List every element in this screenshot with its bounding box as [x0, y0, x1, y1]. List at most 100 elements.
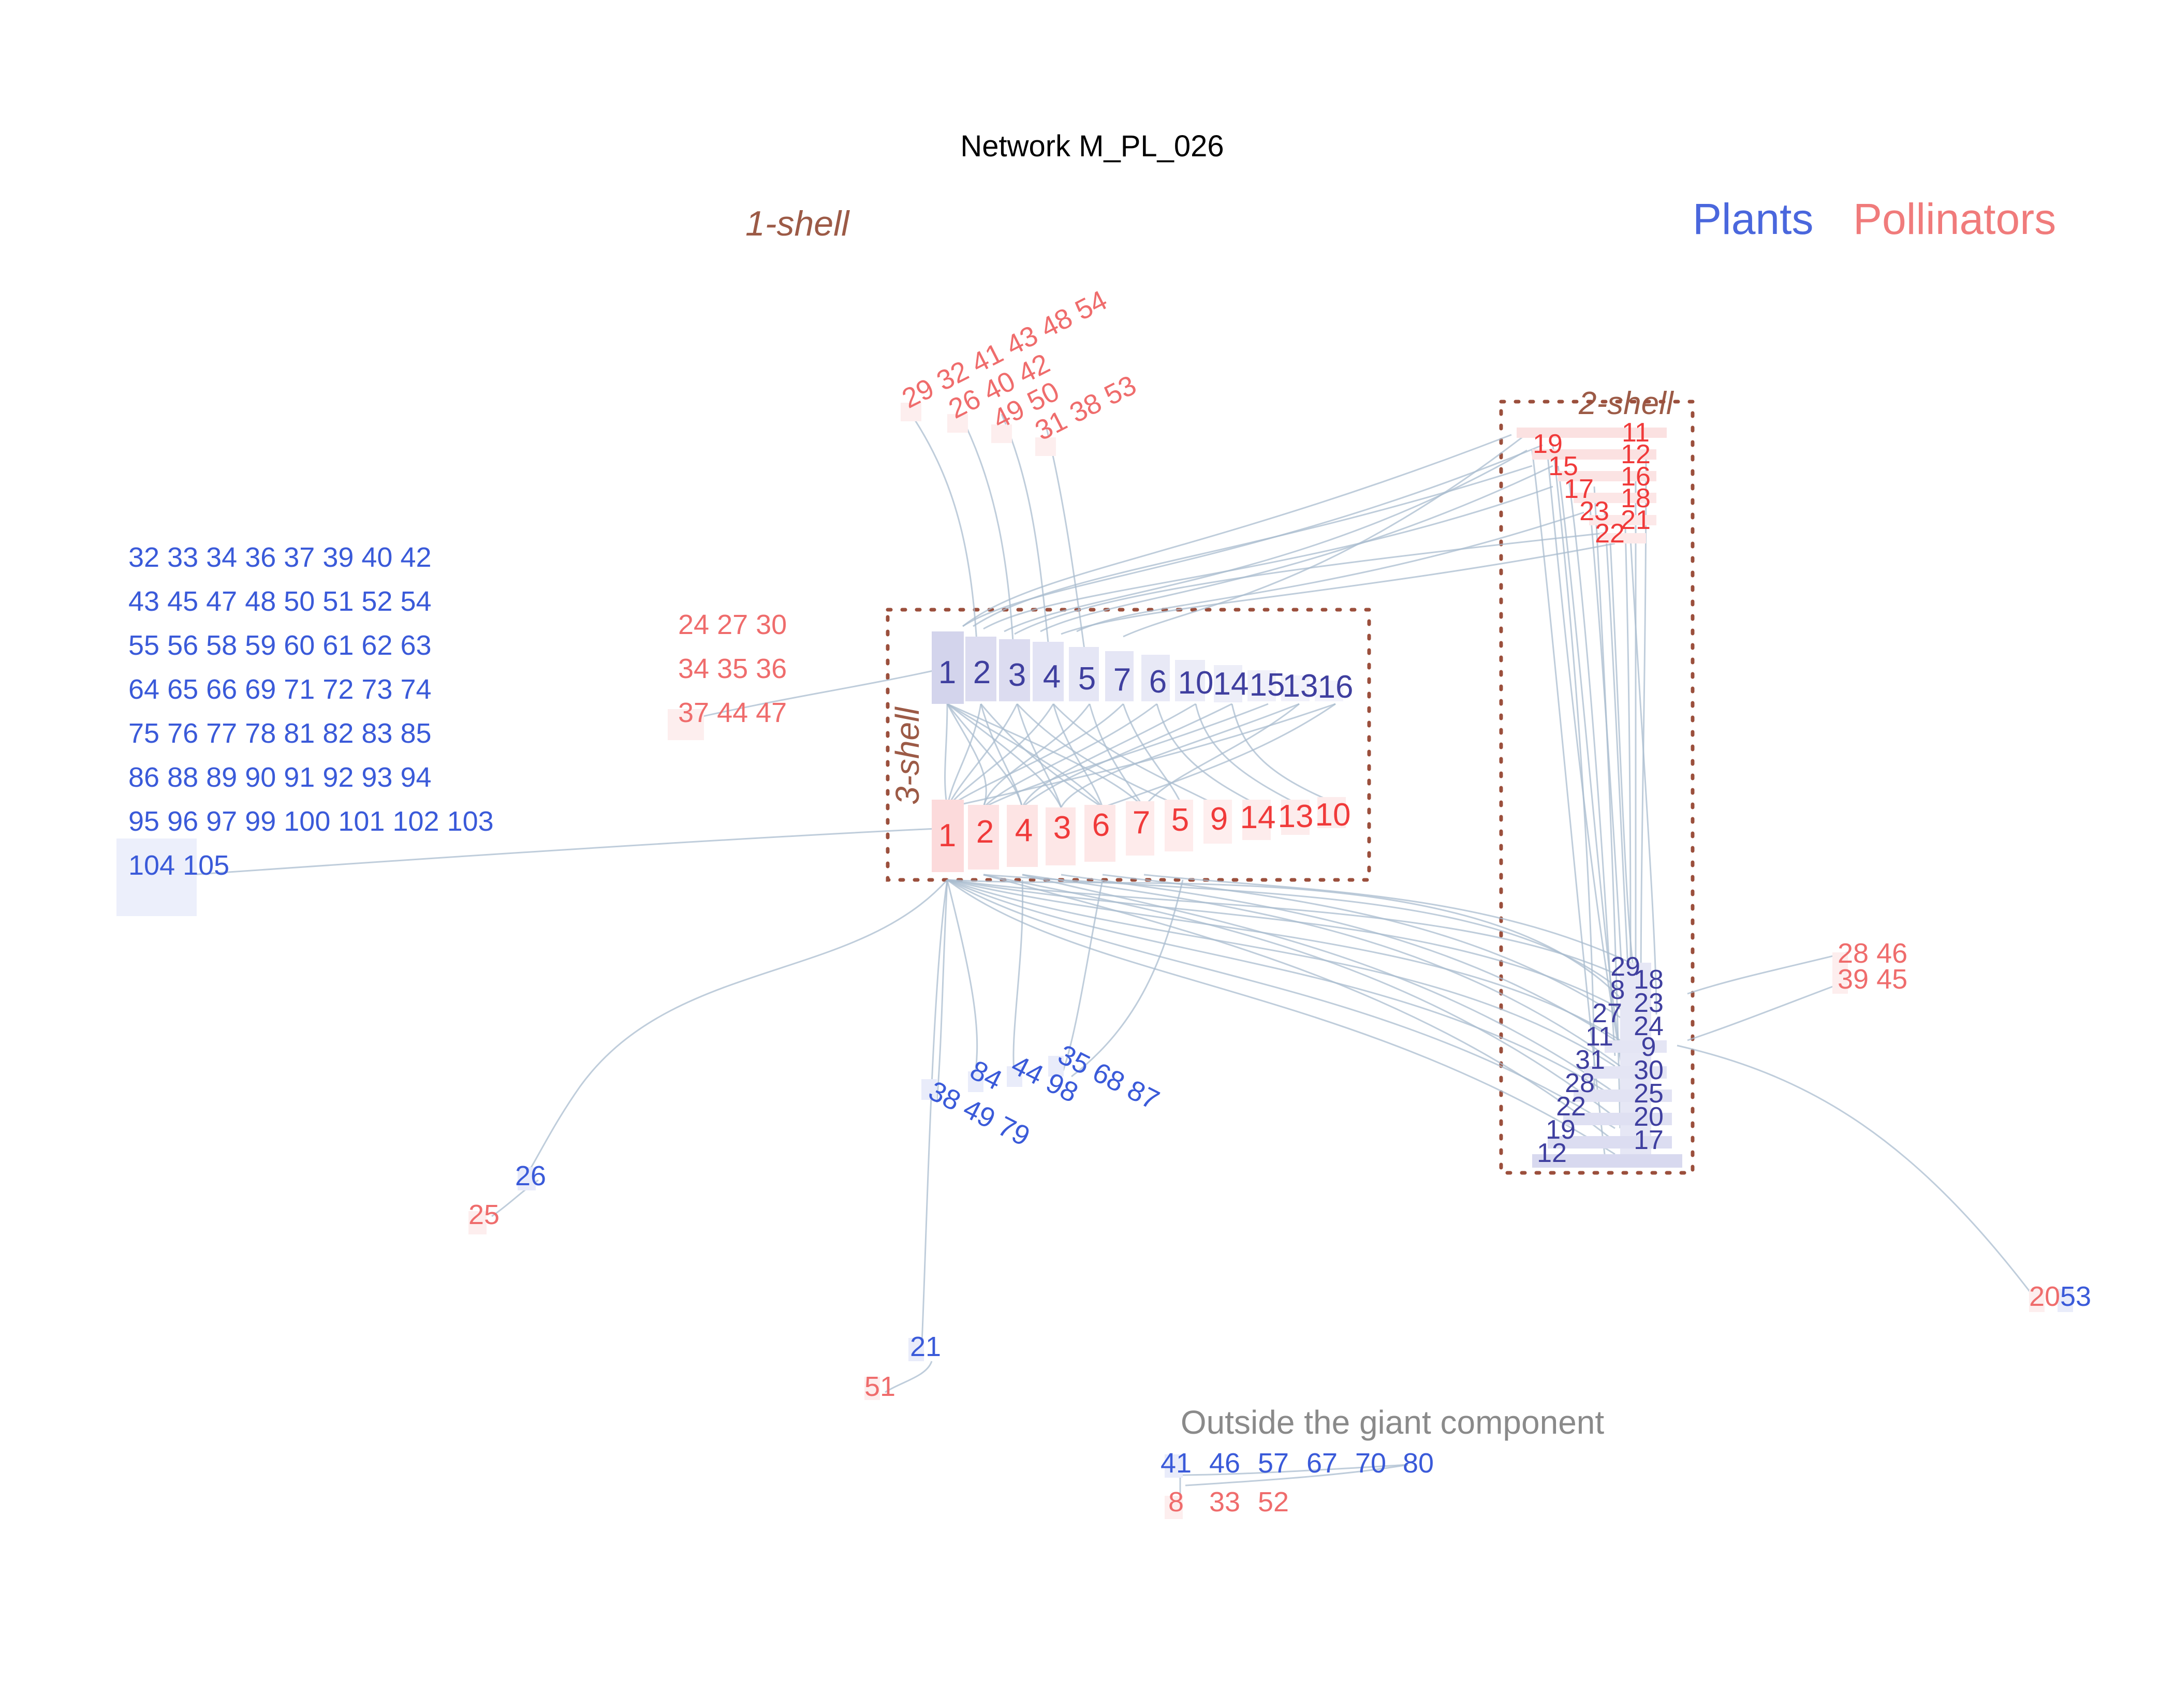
shell-1-plant-row: 104 105 — [128, 850, 229, 881]
core-plant-label: 14 — [1213, 666, 1249, 702]
shell-2-plant-label: 28 — [1565, 1068, 1595, 1098]
shell-2-plant-label: 29 — [1610, 952, 1640, 982]
pair-plant-label: 26 — [515, 1160, 546, 1191]
shell-1-pollinator-row: 24 27 30 — [678, 609, 787, 640]
shell-2-plant-label: 23 — [1634, 988, 1664, 1018]
shell-2-pollinator-label: 18 — [1621, 483, 1651, 513]
pair-pollinator-label: 51 — [864, 1371, 895, 1402]
core-pollinator-label: 3 — [1053, 810, 1071, 846]
shell-1-plant-row: 32 33 34 36 37 39 40 42 — [128, 542, 432, 573]
shell-3-title: 3-shell — [889, 706, 926, 805]
shell-1-pollinators-top: 29 32 41 43 48 54 26 40 42 49 50 31 38 5… — [897, 285, 1141, 456]
shell-2-title: 2-shell — [1578, 386, 1674, 421]
core-plant-label: 2 — [973, 655, 991, 690]
pair-53-20: 20 53 — [2029, 1281, 2091, 1312]
core-pollinators-row: 1 2 4 3 6 7 5 9 14 13 10 — [932, 797, 1350, 872]
isolated-nodes: 41 46 57 67 70 80 8 33 52 — [1161, 1448, 1434, 1519]
core-plant-label: 5 — [1078, 661, 1096, 697]
shell-1-title: 1-shell — [745, 204, 850, 243]
shell-1-plant-row: 64 65 66 69 71 72 73 74 — [128, 674, 432, 705]
shell-2-plant-label: 27 — [1592, 998, 1622, 1028]
pair-26-25: 26 25 — [468, 1160, 546, 1234]
pair-21-51: 21 51 — [864, 1331, 941, 1402]
isolated-pollinator-label: 33 — [1209, 1486, 1240, 1518]
core-pollinator-label: 14 — [1240, 800, 1276, 835]
legend-plants: Plants — [1693, 195, 1813, 243]
isolated-plant-label: 70 — [1355, 1448, 1386, 1479]
pair-plant-label: 21 — [910, 1331, 941, 1362]
shell-2-plant-label: 19 — [1546, 1115, 1576, 1145]
core-plant-label: 16 — [1318, 669, 1354, 705]
core-plant-label: 15 — [1250, 667, 1285, 703]
core-pollinator-label: 9 — [1210, 801, 1228, 837]
shell-1-plant-row: 86 88 89 90 91 92 93 94 — [128, 762, 432, 793]
core-pollinator-label: 2 — [976, 814, 994, 850]
core-pollinator-label: 6 — [1092, 807, 1110, 843]
core-plant-label: 4 — [1043, 659, 1061, 695]
shell-1-pollinator-row: 39 45 — [1838, 964, 1907, 995]
shell-2-pollinator-label: 23 — [1579, 496, 1609, 526]
shell-2-plant-label: 17 — [1634, 1125, 1664, 1155]
pair-pollinator-label: 25 — [468, 1199, 500, 1230]
shell-2-pollinator-label: 19 — [1533, 429, 1563, 459]
diagram-title: Network M_PL_026 — [960, 129, 1224, 163]
shell-2-pollinator-label: 21 — [1621, 505, 1651, 535]
shell-1-pollinator-row: 37 44 47 — [678, 697, 787, 728]
shell-2-pollinator-label: 17 — [1564, 474, 1594, 504]
shell-1-plant-row: 95 96 97 99 100 101 102 103 — [128, 806, 494, 837]
shell-2-plant-label: 20 — [1634, 1102, 1664, 1132]
shell-2-pollinators: 11 12 16 18 21 19 15 17 23 22 — [1517, 418, 1667, 549]
core-plant-label: 1 — [938, 655, 956, 690]
pair-plant-label: 53 — [2060, 1281, 2091, 1312]
shell-2-plant-label: 12 — [1537, 1138, 1567, 1168]
shell-2-plant-label: 25 — [1634, 1079, 1664, 1109]
pair-pollinator-label: 20 — [2029, 1281, 2060, 1312]
isolated-plant-label: 46 — [1209, 1448, 1240, 1479]
shell-2-plant-label: 31 — [1575, 1045, 1605, 1075]
shell-2-pollinator-label: 22 — [1595, 519, 1625, 549]
core-pollinator-label: 10 — [1315, 797, 1351, 833]
shell-1-plant-row: 55 56 58 59 60 61 62 63 — [128, 630, 432, 661]
shell-1-plant-block: 32 33 34 36 37 39 40 42 43 45 47 48 50 5… — [116, 542, 494, 916]
shell-1-pollinator-row: 28 46 — [1838, 938, 1907, 969]
shell-2-pollinator-label: 11 — [1622, 418, 1650, 448]
shell-2-pollinator-label: 16 — [1621, 462, 1651, 492]
shell-1-pollinator-row: 34 35 36 — [678, 653, 787, 684]
shell-2-pollinator-label: 12 — [1621, 439, 1651, 469]
shell-1-plant-row: 75 76 77 78 81 82 83 85 — [128, 718, 432, 749]
shell-1-plants-bottom: 38 49 79 84 44 98 35 68 87 — [921, 1039, 1164, 1152]
isolated-plant-label: 41 — [1161, 1448, 1192, 1479]
core-plant-label: 6 — [1149, 664, 1167, 700]
shell-2-plant-label: 22 — [1556, 1092, 1586, 1122]
core-pollinator-label: 4 — [1015, 813, 1033, 848]
shell-2-plant-label: 8 — [1610, 975, 1625, 1005]
shell-2-box — [1499, 400, 1695, 1175]
shell-1-pollinators-left: 24 27 30 34 35 36 37 44 47 — [668, 609, 787, 740]
core-pollinator-label: 1 — [938, 818, 956, 853]
shell-2-plant-label: 30 — [1634, 1055, 1664, 1085]
shell-2-plant-label: 11 — [1585, 1022, 1613, 1052]
shell-1-pollinators-right: 28 46 39 45 — [1832, 938, 1907, 995]
isolated-pollinator-label: 52 — [1258, 1486, 1289, 1518]
shell-1-plant-row: 43 45 47 48 50 51 52 54 — [128, 586, 432, 617]
core-plant-label: 13 — [1283, 668, 1318, 704]
isolated-pollinator-label: 8 — [1168, 1486, 1184, 1518]
core-pollinator-label: 5 — [1171, 802, 1189, 838]
isolated-title: Outside the giant component — [1181, 1404, 1605, 1441]
core-pollinator-label: 7 — [1133, 805, 1150, 841]
shell-2-plant-label: 24 — [1634, 1011, 1664, 1041]
core-plant-label: 7 — [1113, 662, 1131, 698]
core-plant-label: 10 — [1178, 665, 1214, 701]
legend-pollinators: Pollinators — [1853, 195, 2056, 243]
shell-2-plant-label: 18 — [1634, 965, 1664, 995]
core-plants-row: 1 2 3 4 5 7 6 10 14 15 13 16 — [932, 631, 1353, 705]
isolated-plant-label: 67 — [1306, 1448, 1338, 1479]
shell-2-plant-label: 9 — [1641, 1032, 1656, 1062]
edge-layer — [191, 414, 2040, 1496]
shell-2-plants: 29 8 27 11 31 28 22 19 12 18 23 24 9 30 … — [1532, 952, 1682, 1168]
isolated-plant-label: 80 — [1403, 1448, 1434, 1479]
core-plant-label: 3 — [1008, 657, 1026, 693]
shell-2-pollinator-label: 15 — [1548, 451, 1578, 481]
core-pollinator-label: 13 — [1278, 799, 1314, 834]
